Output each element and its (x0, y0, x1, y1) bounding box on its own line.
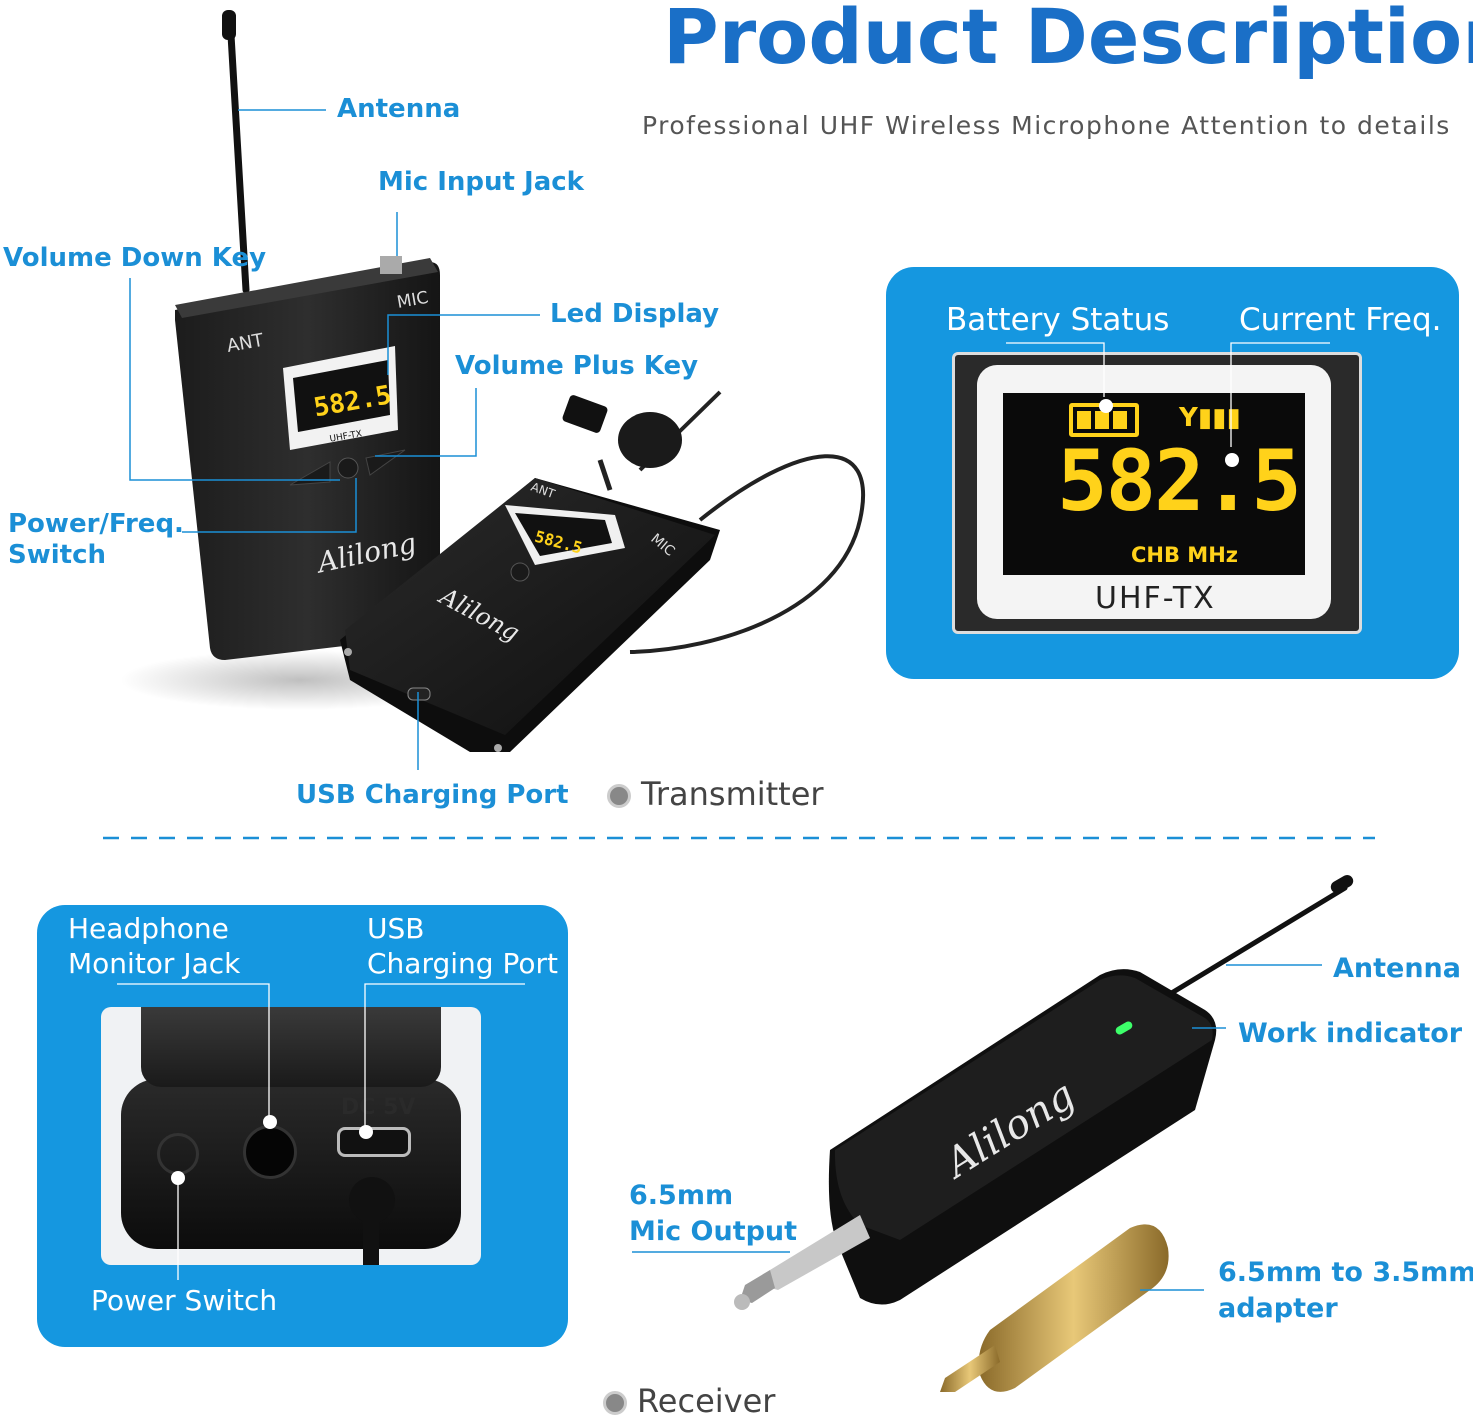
tx-lcd-model: UHF-TX (329, 429, 363, 445)
receiver-brand-logo: Alilong (934, 1072, 1083, 1189)
label-current-freq: Current Freq. (1239, 302, 1442, 338)
tx2-brand-logo: Alilong (434, 581, 525, 647)
signal-icon: Y▮▮▮ (1179, 403, 1241, 433)
usb-callout-dot (359, 1125, 373, 1139)
tx2-ant-text: ANT (529, 480, 557, 502)
bullet-icon (603, 1391, 627, 1415)
transmitter-body-upright: 582.5 UHF-TX ANT MIC Alilong (120, 256, 480, 710)
freq-callout-dot (1225, 453, 1239, 467)
display-detail-panel: Battery Status Current Freq. Y▮▮▮ 582.5 … (886, 267, 1459, 679)
page-title: Product Description (663, 0, 1473, 81)
usb-port-icon (337, 1127, 411, 1157)
receiver-rear-photo: DC 5V (101, 1007, 481, 1265)
adapter (940, 1224, 1169, 1392)
transmitter-callout-lines (129, 109, 540, 770)
display-screen: Y▮▮▮ 582.5 CHB MHz (1003, 393, 1305, 575)
receiver-body: Alilong (828, 969, 1217, 1305)
work-indicator-led (1115, 1021, 1133, 1035)
label-work-indicator: Work indicator (1238, 1018, 1463, 1049)
receiver-antenna (1157, 875, 1354, 1003)
label-antenna-tx: Antenna (337, 94, 461, 124)
headphone-jack-icon (243, 1125, 297, 1179)
label-antenna-rx: Antenna (1333, 953, 1461, 984)
label-led-display: Led Display (550, 299, 720, 329)
label-adapter-2: adapter (1218, 1293, 1338, 1324)
power-callout-dot (171, 1171, 185, 1185)
dc-label: DC 5V (341, 1095, 416, 1120)
lavalier-mic (562, 390, 866, 654)
display-frame: Y▮▮▮ 582.5 CHB MHz UHF-TX (952, 352, 1362, 634)
label-power-freq-switch-1: Power/Freq. (8, 509, 184, 539)
transmitter-section-label: Transmitter (607, 775, 824, 813)
label-headphone-2: Monitor Jack (68, 947, 241, 980)
label-headphone-1: Headphone (68, 912, 229, 945)
label-usb-charging-port-tx: USB Charging Port (296, 780, 569, 810)
tx2-mic-text: MIC (647, 531, 677, 560)
battery-callout-dot (1099, 399, 1113, 413)
label-battery-status: Battery Status (946, 302, 1170, 338)
label-power-freq-switch-2: Switch (8, 540, 107, 570)
page-subtitle: Professional UHF Wireless Microphone Att… (642, 111, 1451, 140)
label-volume-down-key: Volume Down Key (3, 243, 267, 273)
tx-mic-text: MIC (395, 288, 430, 313)
freq-readout: 582.5 (1057, 432, 1302, 530)
label-mic-output-2: Mic Output (629, 1216, 798, 1247)
freq-unit: CHB MHz (1131, 543, 1238, 567)
display-model-text: UHF-TX (1095, 581, 1216, 616)
label-adapter-1: 6.5mm to 3.5mm (1218, 1257, 1473, 1288)
label-power-switch: Power Switch (91, 1284, 278, 1317)
power-button-icon (157, 1133, 199, 1175)
label-volume-plus-key: Volume Plus Key (455, 351, 699, 381)
tx-lcd-freq: 582.5 (312, 380, 394, 423)
tx-ant-text: ANT (225, 330, 266, 357)
transmitter-body-lying: 582.5 Alilong MIC ANT (340, 478, 720, 752)
receiver-top-surface (141, 1007, 441, 1087)
label-usb-2: Charging Port (367, 947, 558, 980)
receiver-section-label: Receiver (603, 1382, 775, 1420)
transmitter-section-text: Transmitter (641, 775, 824, 813)
headphone-callout-dot (263, 1115, 277, 1129)
bullet-icon (607, 784, 631, 808)
receiver-rear-panel: Headphone Monitor Jack USB Charging Port… (37, 905, 568, 1347)
tx2-lcd-freq: 582.5 (533, 527, 584, 558)
tx-brand-logo: Alilong (312, 526, 420, 580)
label-mic-output-1: 6.5mm (629, 1180, 734, 1211)
display-bezel: Y▮▮▮ 582.5 CHB MHz UHF-TX (977, 365, 1331, 619)
receiver-section-text: Receiver (637, 1382, 776, 1420)
cable-line (363, 1207, 379, 1265)
label-usb-1: USB (367, 912, 425, 945)
label-mic-input-jack: Mic Input Jack (378, 167, 584, 197)
